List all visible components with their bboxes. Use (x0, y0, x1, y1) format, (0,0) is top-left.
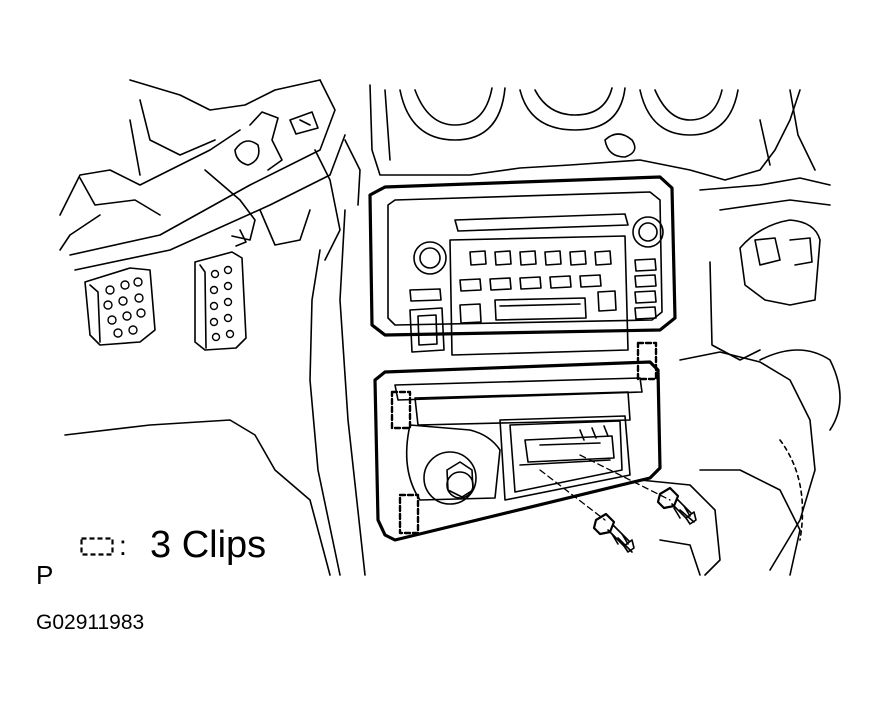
view-letter-label: P (36, 560, 54, 590)
hvac-control-knob (423, 451, 477, 505)
right-side-console (639, 177, 841, 576)
clips-legend-label: 3 Clips (150, 524, 267, 566)
mounting-bolts (539, 454, 697, 553)
clip-marker-top-right (636, 341, 658, 381)
clip-marker-left (390, 390, 412, 430)
dashed-rectangle-icon (80, 537, 114, 556)
audio-unit (368, 175, 677, 356)
steering-column-linework (59, 79, 361, 271)
pedals (84, 251, 247, 351)
bolt-right-icon (656, 486, 697, 525)
right-pedal (194, 251, 247, 351)
bolt-left-icon (592, 512, 635, 553)
clip-marker-bottom-left (398, 493, 420, 535)
legend-separator: : (119, 530, 127, 561)
floor-and-kick-panel (64, 209, 366, 576)
lower-center-panel (373, 360, 662, 542)
left-pedal (84, 267, 156, 346)
clip-markers (390, 341, 658, 535)
air-vents (369, 84, 816, 181)
figure-code: G02911983 (36, 611, 145, 634)
